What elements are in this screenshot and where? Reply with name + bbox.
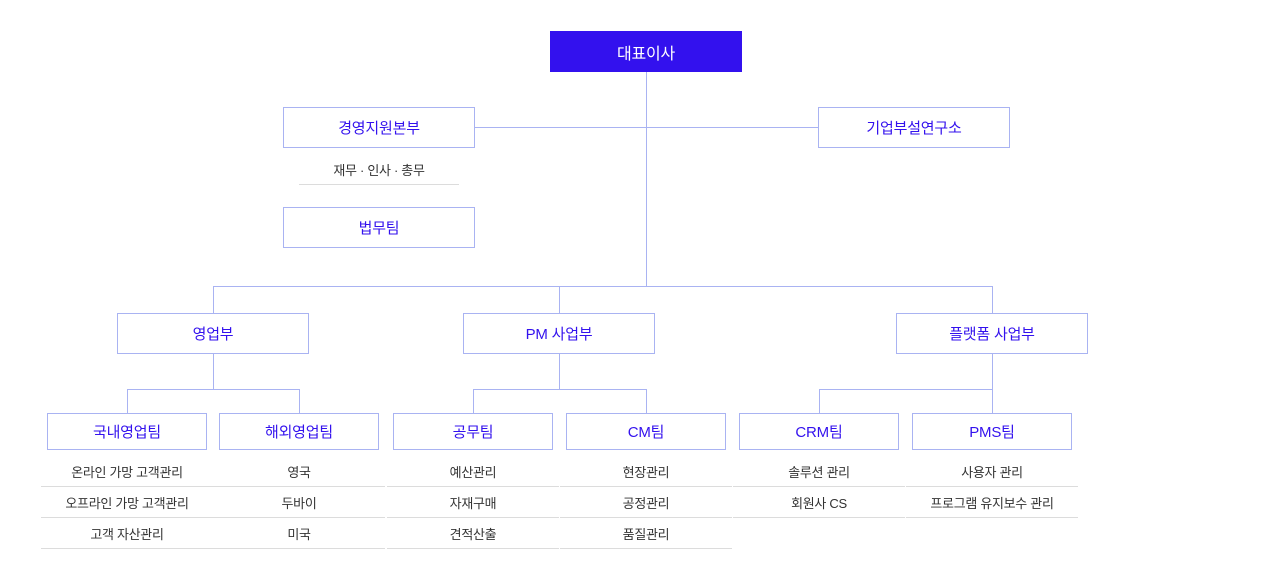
- node-legal-team-label: 법무팀: [358, 220, 400, 237]
- connector-pm-stem: [559, 354, 560, 389]
- list-item: 프로그램 유지보수 관리: [906, 487, 1078, 518]
- list-item: 자재구매: [387, 487, 559, 518]
- list-item: 사용자 관리: [906, 456, 1078, 487]
- node-team-domestic-sales[interactable]: 국내영업팀: [47, 413, 207, 450]
- sublist-team-overseas-sales: 영국 두바이 미국: [213, 456, 385, 549]
- sublist-team-gongmu: 예산관리 자재구매 견적산출: [387, 456, 559, 549]
- node-division-sales[interactable]: 영업부: [117, 313, 309, 354]
- sublist-team-cm: 현장관리 공정관리 품질관리: [560, 456, 732, 549]
- connector-root-vertical: [646, 72, 647, 286]
- node-team-cm[interactable]: CM팀: [566, 413, 726, 450]
- node-rnd-center-label: 기업부설연구소: [866, 120, 962, 137]
- node-team-crm[interactable]: CRM팀: [739, 413, 899, 450]
- connector-divisions-horizontal: [213, 286, 993, 287]
- connector-staff-horizontal: [475, 127, 819, 128]
- node-legal-team[interactable]: 법무팀: [283, 207, 475, 248]
- list-item: 오프라인 가망 고객관리: [41, 487, 213, 518]
- list-item: 온라인 가망 고객관리: [41, 456, 213, 487]
- node-team-cm-label: CM팀: [627, 424, 665, 441]
- connector-sales-bar: [127, 389, 300, 390]
- connector-platform-stem: [992, 354, 993, 389]
- node-division-pm-label: PM 사업부: [525, 326, 593, 343]
- list-item: 미국: [213, 518, 385, 549]
- node-team-overseas-sales[interactable]: 해외영업팀: [219, 413, 379, 450]
- node-management-support[interactable]: 경영지원본부: [283, 107, 475, 148]
- list-item: 두바이: [213, 487, 385, 518]
- list-item: 재무 · 인사 · 총무: [299, 154, 459, 185]
- node-management-support-label: 경영지원본부: [338, 120, 420, 137]
- list-item: 품질관리: [560, 518, 732, 549]
- node-team-gongmu[interactable]: 공무팀: [393, 413, 553, 450]
- connector-pm-team2: [646, 389, 647, 413]
- node-rnd-center[interactable]: 기업부설연구소: [818, 107, 1010, 148]
- connector-platform-bar: [819, 389, 992, 390]
- connector-platform-team1: [819, 389, 820, 413]
- connector-pm-team1: [473, 389, 474, 413]
- list-item: 회원사 CS: [733, 487, 905, 518]
- connector-sales-stem: [213, 354, 214, 389]
- list-item: 영국: [213, 456, 385, 487]
- node-team-pms-label: PMS팀: [969, 424, 1015, 441]
- sublist-management-support: 재무 · 인사 · 총무: [283, 154, 475, 185]
- connector-sales-team1: [127, 389, 128, 413]
- node-team-overseas-sales-label: 해외영업팀: [264, 424, 333, 441]
- connector-division-drop-pm: [559, 286, 560, 313]
- node-ceo-label: 대표이사: [616, 45, 676, 63]
- list-item: 고객 자산관리: [41, 518, 213, 549]
- node-team-domestic-sales-label: 국내영업팀: [92, 424, 161, 441]
- list-item: 공정관리: [560, 487, 732, 518]
- node-team-crm-label: CRM팀: [795, 424, 843, 441]
- connector-sales-team2: [299, 389, 300, 413]
- list-item: 견적산출: [387, 518, 559, 549]
- list-item: 현장관리: [560, 456, 732, 487]
- connector-division-drop-platform: [992, 286, 993, 313]
- connector-pm-bar: [473, 389, 646, 390]
- node-ceo[interactable]: 대표이사: [550, 31, 742, 72]
- list-item: 예산관리: [387, 456, 559, 487]
- connector-platform-team2: [992, 389, 993, 413]
- node-division-platform[interactable]: 플랫폼 사업부: [896, 313, 1088, 354]
- node-division-sales-label: 영업부: [192, 326, 234, 343]
- connector-division-drop-sales: [213, 286, 214, 313]
- node-team-pms[interactable]: PMS팀: [912, 413, 1072, 450]
- node-division-platform-label: 플랫폼 사업부: [949, 326, 1035, 343]
- list-item: 솔루션 관리: [733, 456, 905, 487]
- node-team-gongmu-label: 공무팀: [452, 424, 494, 441]
- sublist-team-crm: 솔루션 관리 회원사 CS: [733, 456, 905, 518]
- sublist-team-pms: 사용자 관리 프로그램 유지보수 관리: [906, 456, 1078, 518]
- node-division-pm[interactable]: PM 사업부: [463, 313, 655, 354]
- sublist-team-domestic-sales: 온라인 가망 고객관리 오프라인 가망 고객관리 고객 자산관리: [41, 456, 213, 549]
